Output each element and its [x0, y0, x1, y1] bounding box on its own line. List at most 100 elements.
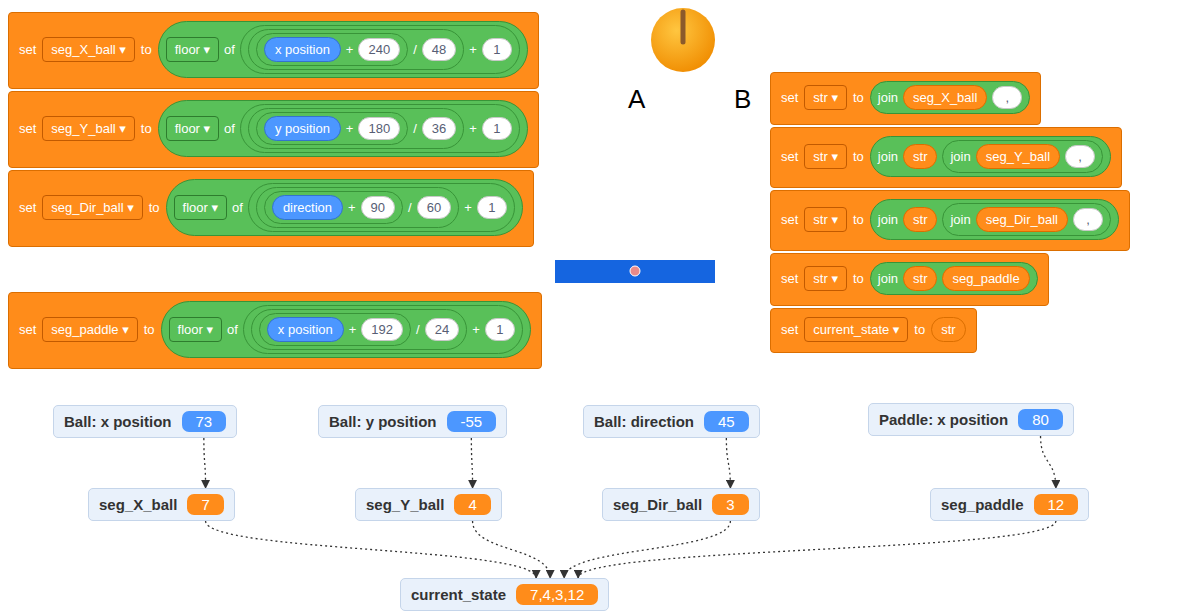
value-pill: -55 — [447, 411, 497, 432]
variable-dropdown: current_state ▾ — [804, 317, 908, 342]
operator-reporter: direction+90/60 — [256, 187, 459, 228]
operator-reporter: x position+192/24+1 — [243, 305, 523, 354]
operator-reporter: y position+180/36 — [248, 108, 464, 149]
motion-reporter: y position — [264, 116, 341, 141]
block-text: set — [19, 42, 36, 57]
block-text: join — [878, 212, 898, 227]
set-block: set str ▾ to joinstrseg_paddle — [770, 253, 1049, 306]
value-box: seg_Dir_ball3 — [602, 488, 760, 521]
box-label: Paddle: x position — [879, 411, 1008, 428]
box-label: Ball: y position — [329, 413, 437, 430]
number-input: 24 — [425, 318, 459, 341]
operator-reporter: direction+90 — [264, 191, 403, 224]
block-text: to — [914, 322, 925, 337]
block-text: set — [781, 90, 798, 105]
operator-reporter: x position+192 — [259, 313, 411, 346]
variable-reporter: seg_Dir_ball — [976, 207, 1068, 232]
operator-reporter: x position+192 / 24 — [251, 309, 467, 350]
dotted-arrow — [1041, 436, 1056, 488]
block-text: of — [232, 200, 243, 215]
number-input: , — [1073, 208, 1103, 231]
block-text: join — [950, 212, 970, 227]
number-input: 240 — [358, 38, 400, 61]
value-pill: 12 — [1034, 494, 1079, 515]
number-input: 192 — [361, 318, 403, 341]
block-text: + — [464, 200, 472, 215]
block-text: to — [149, 200, 160, 215]
value-box: seg_paddle 12 — [930, 488, 1089, 521]
block-text: / — [413, 42, 417, 57]
number-input: , — [1065, 145, 1095, 168]
block-text: to — [853, 212, 864, 227]
block-text: of — [224, 42, 235, 57]
dotted-arrow — [726, 438, 730, 488]
block-text: to — [853, 271, 864, 286]
block-text: of — [227, 322, 238, 337]
block-text: of — [224, 121, 235, 136]
dotted-arrow — [473, 521, 551, 578]
operator-reporter: y position+180 — [256, 112, 408, 145]
number-input: 1 — [482, 38, 512, 61]
block-text: set — [781, 271, 798, 286]
box-label: Ball: direction — [594, 413, 694, 430]
box-label: Ball: x position — [64, 413, 172, 430]
operator-reporter: joinstrseg_paddle — [870, 262, 1038, 295]
dotted-arrow — [564, 521, 730, 578]
dotted-arrow — [204, 438, 206, 488]
set-block: setstr ▾tojoinstrjoinseg_Y_ball, — [770, 127, 1122, 188]
motion-reporter: x position — [267, 317, 344, 342]
value-box: Ball: direction 45 — [583, 405, 760, 438]
operator-reporter: joinseg_Y_ball, — [942, 140, 1103, 173]
set-block: setseg_paddle ▾tofloor ▾ofx position+192… — [8, 292, 542, 369]
variable-reporter: seg_X_ball — [903, 85, 987, 110]
value-pill: 80 — [1018, 409, 1063, 430]
value-pill: 45 — [704, 411, 749, 432]
section-letter: B — [734, 84, 751, 115]
variable-reporter: str — [931, 317, 965, 342]
number-input: 180 — [358, 117, 400, 140]
value-pill: 4 — [454, 494, 490, 515]
value-box: seg_X_ball7 — [88, 488, 235, 521]
block-text: + — [469, 121, 477, 136]
value-box: seg_Y_ball4 — [355, 488, 502, 521]
set-block: setstr ▾tojoinseg_X_ball, — [770, 72, 1041, 125]
variable-dropdown: seg_Dir_ball ▾ — [42, 195, 142, 220]
block-text: / — [416, 322, 420, 337]
block-text: + — [348, 200, 356, 215]
block-text: / — [408, 200, 412, 215]
section-letter: A — [628, 84, 645, 115]
block-text: + — [472, 322, 480, 337]
block-text: join — [950, 149, 970, 164]
paddle-center-dot — [630, 266, 640, 276]
operator-reporter: floor ▾ofx position+240/48+1 — [158, 21, 528, 78]
dotted-arrow — [471, 438, 472, 488]
operator-reporter: x position+240/48 — [248, 29, 464, 70]
number-input: 90 — [361, 196, 395, 219]
variable-dropdown: str ▾ — [804, 144, 847, 169]
block-text: join — [878, 149, 898, 164]
box-label: seg_paddle — [941, 496, 1024, 513]
box-label: seg_X_ball — [99, 496, 177, 513]
set-block: setseg_X_ball ▾tofloor ▾ofx position+240… — [8, 12, 539, 89]
dotted-arrow — [206, 521, 537, 578]
operator-reporter: joinstrjoinseg_Dir_ball, — [870, 199, 1119, 240]
operator-dropdown: floor ▾ — [174, 195, 227, 220]
block-text: set — [19, 121, 36, 136]
block-text: to — [141, 121, 152, 136]
operator-dropdown: floor ▾ — [166, 37, 219, 62]
block-text: join — [878, 271, 898, 286]
paddle-sprite — [555, 260, 715, 283]
operator-reporter: x position+240/48+1 — [240, 25, 520, 74]
number-input: , — [992, 86, 1022, 109]
operator-reporter: floor ▾ofdirection+90/60+1 — [166, 179, 523, 236]
set-block: setstr ▾tojoinstrjoinseg_Dir_ball, — [770, 190, 1130, 251]
ball-sprite — [651, 8, 715, 72]
block-text: set — [781, 149, 798, 164]
variable-dropdown: seg_Y_ball ▾ — [42, 116, 134, 141]
set-block: setseg_Y_ball ▾tofloor ▾ofy position+180… — [8, 91, 539, 168]
variable-dropdown: str ▾ — [804, 266, 847, 291]
block-text: set — [19, 200, 36, 215]
set-block: set seg_Dir_ball ▾ to floor ▾ of direction+90… — [8, 170, 534, 247]
variable-reporter: str — [903, 266, 937, 291]
operator-reporter: floor ▾ofy position+180/36+1 — [158, 100, 528, 157]
